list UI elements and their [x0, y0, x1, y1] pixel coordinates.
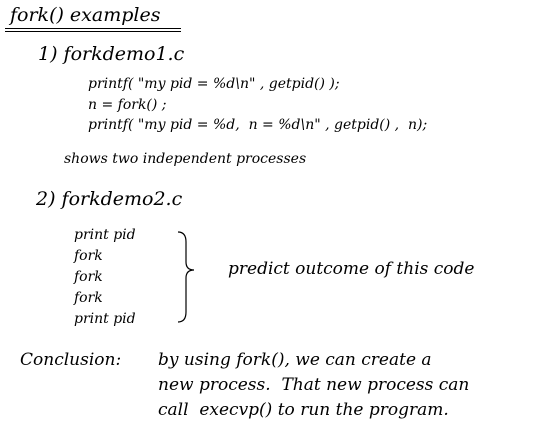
example2-prediction: predict outcome of this code — [228, 259, 475, 279]
example1-code-line-2: n = fork() ; — [88, 97, 167, 113]
example2-step-3: fork — [74, 269, 103, 285]
conclusion-label: Conclusion: — [20, 350, 122, 370]
right-brace-icon — [177, 231, 195, 323]
conclusion-line-2: new process. That new process can — [158, 375, 470, 395]
example2-step-2: fork — [74, 248, 103, 264]
conclusion-line-3: call execvp() to run the program. — [158, 400, 449, 420]
page-title: fork() examples — [10, 4, 161, 26]
example2-step-4: fork — [74, 290, 103, 306]
example2-step-1: print pid — [74, 227, 136, 243]
title-underline-bottom — [5, 31, 181, 32]
example2-heading: 2) forkdemo2.c — [36, 188, 183, 210]
example1-heading: 1) forkdemo1.c — [38, 43, 185, 65]
example1-note: shows two independent processes — [64, 151, 307, 167]
example1-code-line-1: printf( "my pid = %d\n" , getpid() ); — [88, 76, 340, 92]
conclusion-line-1: by using fork(), we can create a — [158, 350, 432, 370]
title-underline-top — [5, 28, 181, 29]
example1-code-line-3: printf( "my pid = %d, n = %d\n" , getpid… — [88, 117, 428, 133]
example2-step-5: print pid — [74, 311, 136, 327]
